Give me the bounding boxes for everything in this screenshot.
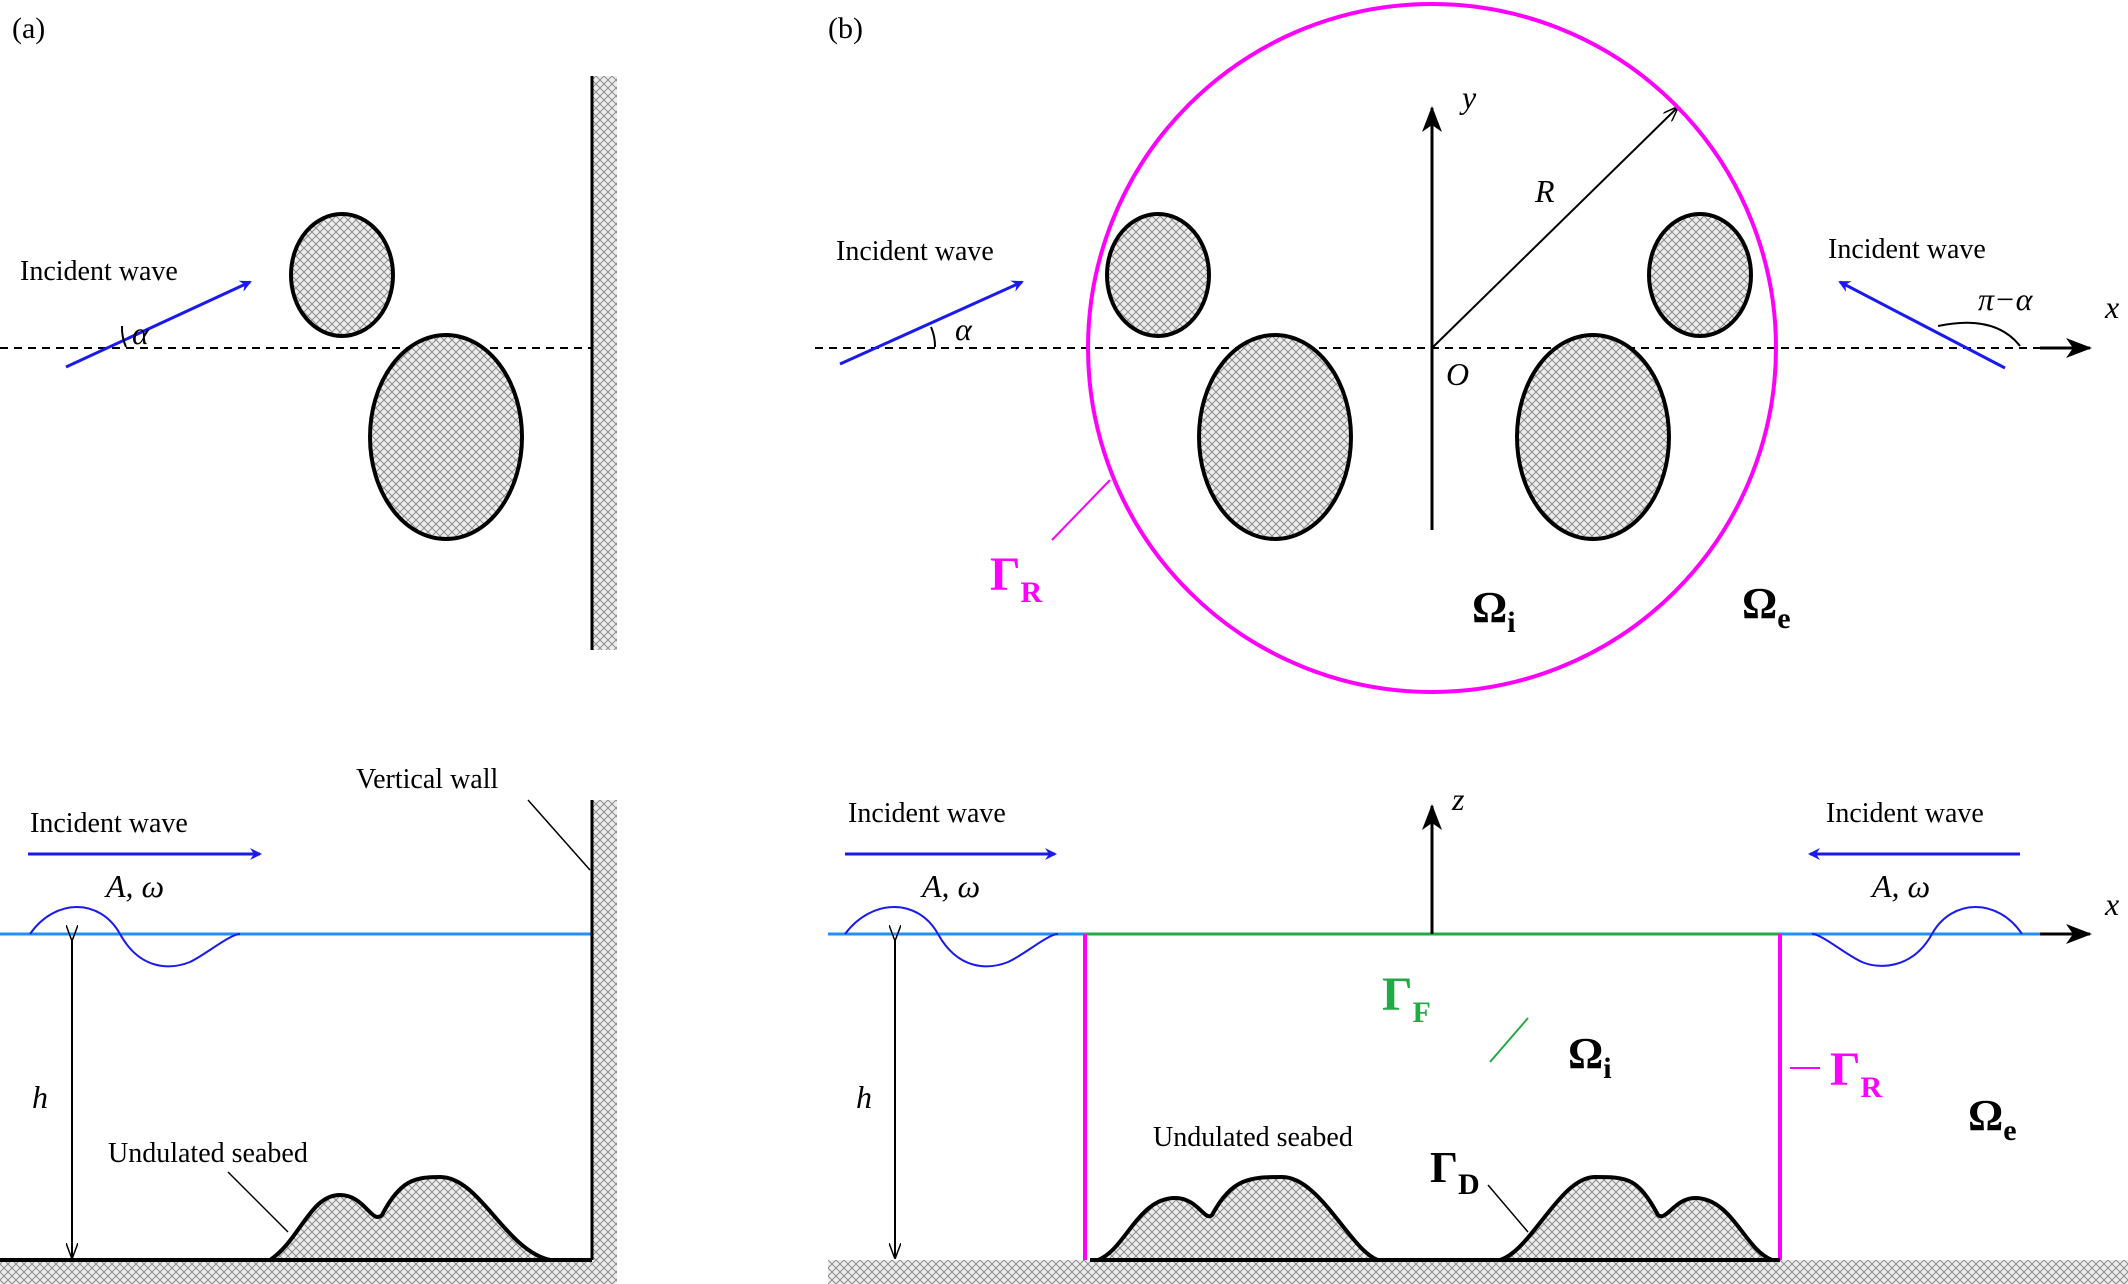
panel-a-plan-view: (a) Incident wave α bbox=[0, 12, 617, 650]
pi-minus-alpha-label: π−α bbox=[1978, 281, 2034, 317]
large-cylinder bbox=[368, 333, 524, 541]
omega-e-label: Ωe bbox=[1968, 1091, 2017, 1147]
incident-wave-profile bbox=[29, 906, 241, 968]
panel-b-label: (b) bbox=[828, 12, 863, 45]
incident-wave-label-left: Incident wave bbox=[836, 236, 994, 267]
vertical-wall-plan bbox=[592, 76, 617, 650]
y-axis-label: y bbox=[1459, 79, 1477, 115]
origin-label: O bbox=[1446, 356, 1469, 392]
seabed-ground bbox=[828, 1260, 2128, 1284]
depth-label: h bbox=[32, 1079, 48, 1115]
gamma-f-label: ΓF bbox=[1382, 968, 1431, 1029]
wall-leader bbox=[527, 799, 591, 871]
incident-wave-arrow-left bbox=[839, 280, 1024, 366]
truncation-circle bbox=[1086, 2, 1778, 694]
angle-arc bbox=[120, 325, 127, 348]
incident-wave-profile-left bbox=[844, 906, 1059, 968]
left-large-cylinder bbox=[1197, 333, 1353, 541]
alpha-label: α bbox=[132, 315, 150, 351]
amplitude-frequency-label: A, ω bbox=[104, 868, 164, 904]
radius-arrow bbox=[1431, 107, 1678, 349]
undulated-seabed-label: Undulated seabed bbox=[108, 1138, 308, 1169]
incident-wave-arrow bbox=[65, 280, 252, 369]
depth-label: h bbox=[856, 1079, 872, 1115]
seabed-leader bbox=[227, 1171, 289, 1233]
x-axis-label: x bbox=[2104, 886, 2119, 922]
angle-arc-right bbox=[1937, 321, 2021, 347]
gamma-d-leader bbox=[1487, 1184, 1529, 1233]
amplitude-frequency-label-left: A, ω bbox=[920, 868, 980, 904]
small-cylinder bbox=[289, 212, 395, 338]
incident-wave-label-left: Incident wave bbox=[848, 798, 1006, 829]
vertical-wall bbox=[592, 800, 617, 1260]
omega-e-label: Ωe bbox=[1742, 579, 1791, 635]
incident-wave-label-right: Incident wave bbox=[1826, 798, 1984, 829]
panel-a-side-view: Incident wave A, ω h Undulated seabed Ve… bbox=[0, 764, 617, 1284]
gamma-d-label: ΓD bbox=[1430, 1143, 1480, 1201]
incident-wave-profile-right bbox=[1811, 906, 2023, 967]
panel-b-side-view: x z Incident wave A, ω Incident wave A, … bbox=[828, 781, 2128, 1284]
incident-wave-label: Incident wave bbox=[30, 808, 188, 839]
right-large-cylinder bbox=[1515, 333, 1671, 541]
alpha-label-left: α bbox=[955, 311, 973, 347]
left-small-cylinder bbox=[1105, 212, 1211, 338]
amplitude-frequency-label-right: A, ω bbox=[1870, 868, 1930, 904]
omega-i-label: Ωi bbox=[1472, 583, 1516, 639]
panel-b-plan-view: (b) x y O R Incident wave α Incident wav… bbox=[815, 2, 2119, 694]
omega-i-label: Ωi bbox=[1568, 1029, 1612, 1085]
incident-wave-arrow-right bbox=[1838, 280, 2006, 370]
x-axis-label: x bbox=[2104, 289, 2119, 325]
z-axis-label: z bbox=[1451, 781, 1465, 817]
panel-a-label: (a) bbox=[12, 12, 45, 45]
vertical-wall-label: Vertical wall bbox=[356, 764, 498, 795]
angle-arc-left bbox=[930, 326, 937, 348]
gamma-r-leader bbox=[1051, 479, 1111, 541]
gamma-r-label: ΓR bbox=[1830, 1043, 1883, 1104]
incident-wave-label-right: Incident wave bbox=[1828, 234, 1986, 265]
incident-wave-label: Incident wave bbox=[20, 256, 178, 287]
radius-label: R bbox=[1534, 173, 1555, 209]
undulated-seabed bbox=[1090, 1174, 1780, 1262]
seabed-ground bbox=[0, 1260, 617, 1284]
undulated-seabed-label: Undulated seabed bbox=[1153, 1122, 1353, 1153]
gamma-r-label: ΓR bbox=[990, 548, 1043, 609]
undulated-seabed bbox=[0, 1174, 592, 1262]
gamma-f-leader bbox=[1489, 1017, 1529, 1063]
right-small-cylinder bbox=[1647, 212, 1753, 338]
